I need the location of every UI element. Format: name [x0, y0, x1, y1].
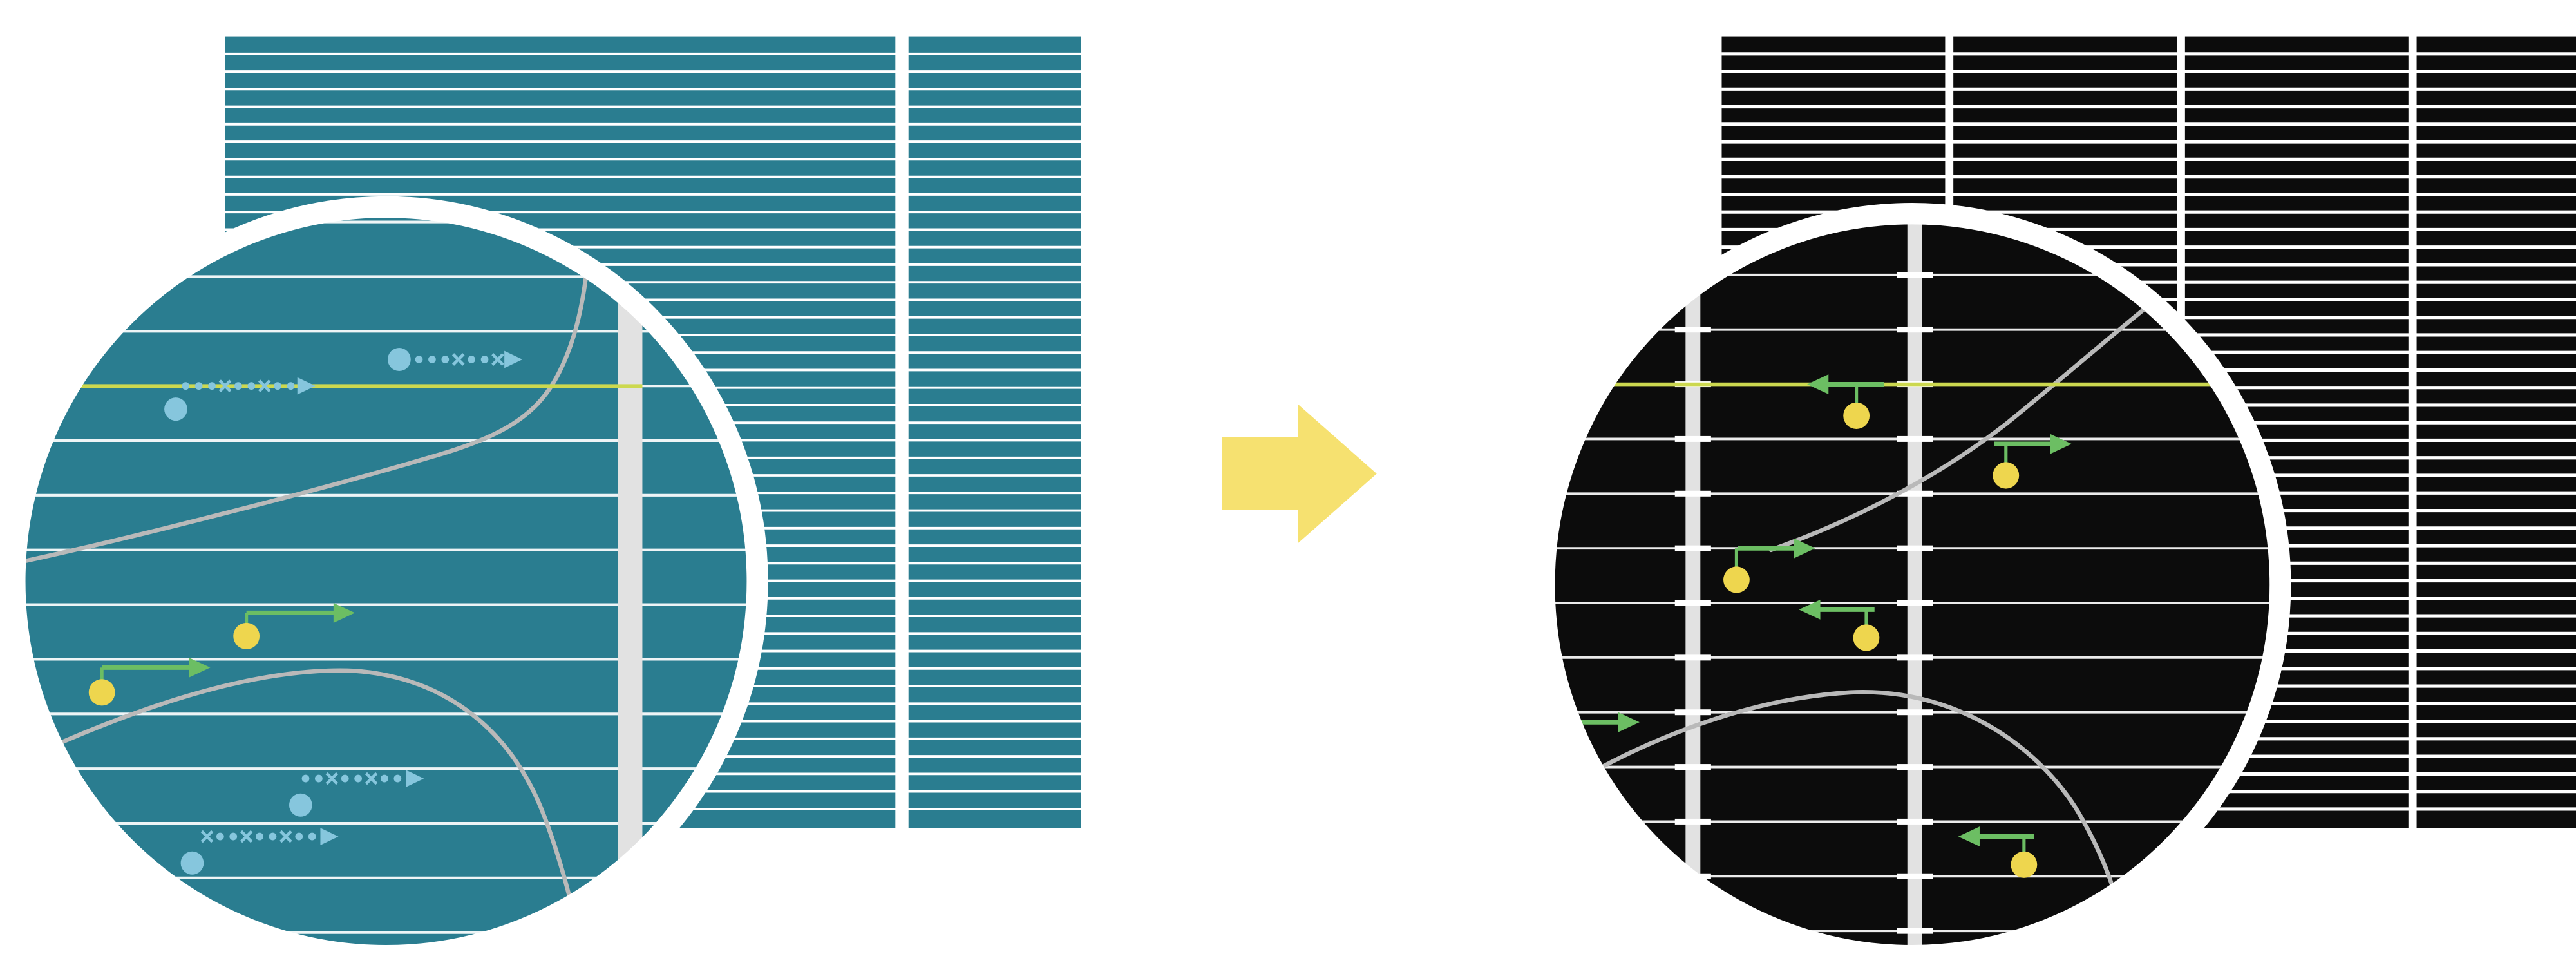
dislocation-dot — [388, 348, 411, 371]
right-magnifier-inset — [1533, 203, 2291, 967]
dislocation-marker-blue — [164, 377, 316, 421]
dislocation-marker-blue — [289, 770, 424, 817]
dislocation-origin-dot — [1843, 402, 1870, 429]
arrowhead-icon — [406, 770, 424, 787]
grain-boundary-line — [1768, 305, 2148, 553]
arrowhead-icon — [320, 828, 339, 845]
arrowhead-icon — [1799, 599, 1821, 620]
busbar — [1907, 224, 1922, 946]
dislocation-origin-dot — [1993, 462, 2020, 489]
arrowhead-icon — [297, 377, 316, 395]
dislocation-marker-green — [1807, 374, 1885, 429]
arrowhead-icon — [189, 657, 211, 678]
right-solar-panel-column — [2416, 36, 2576, 828]
busbar — [1685, 224, 1701, 946]
arrowhead-icon — [1618, 712, 1640, 732]
arrowhead-icon — [1794, 538, 1815, 559]
dislocation-marker-blue — [180, 828, 339, 875]
dislocation-origin-dot — [2011, 851, 2038, 878]
left-solar-panel-column — [908, 36, 1081, 828]
dislocation-marker-green — [1723, 538, 1815, 593]
transform-arrow-icon — [1222, 404, 1377, 544]
dislocation-origin-dot — [1723, 566, 1750, 593]
dislocation-marker-green — [88, 657, 211, 706]
left-magnifier-inset-content — [24, 216, 748, 946]
busbar — [618, 216, 643, 946]
dislocation-marker-blue — [388, 348, 523, 371]
dislocation-origin-dot — [233, 622, 260, 649]
dislocation-dot — [289, 793, 312, 817]
dislocation-origin-dot — [88, 679, 115, 706]
arrowhead-icon — [1958, 826, 1980, 846]
dislocation-dot — [180, 851, 204, 875]
dislocation-marker-green — [1958, 826, 2038, 878]
arrowhead-icon — [2050, 434, 2072, 454]
dislocation-marker-green — [1993, 434, 2072, 489]
dislocation-origin-dot — [1853, 624, 1880, 651]
grain-boundary-line — [24, 668, 582, 946]
arrowhead-icon — [333, 603, 355, 623]
grain-boundary-line — [24, 216, 594, 574]
left-magnifier-inset-ring — [4, 196, 768, 967]
dislocation-dot — [164, 397, 187, 421]
dislocation-marker-green — [1799, 599, 1880, 651]
right-magnifier-inset-ring — [1533, 203, 2291, 967]
grain-boundary-line — [1554, 690, 2119, 901]
arrowhead-icon — [1807, 374, 1829, 394]
left-magnifier-inset — [4, 196, 768, 967]
dislocation-marker-green — [233, 603, 355, 649]
arrowhead-icon — [504, 350, 523, 368]
